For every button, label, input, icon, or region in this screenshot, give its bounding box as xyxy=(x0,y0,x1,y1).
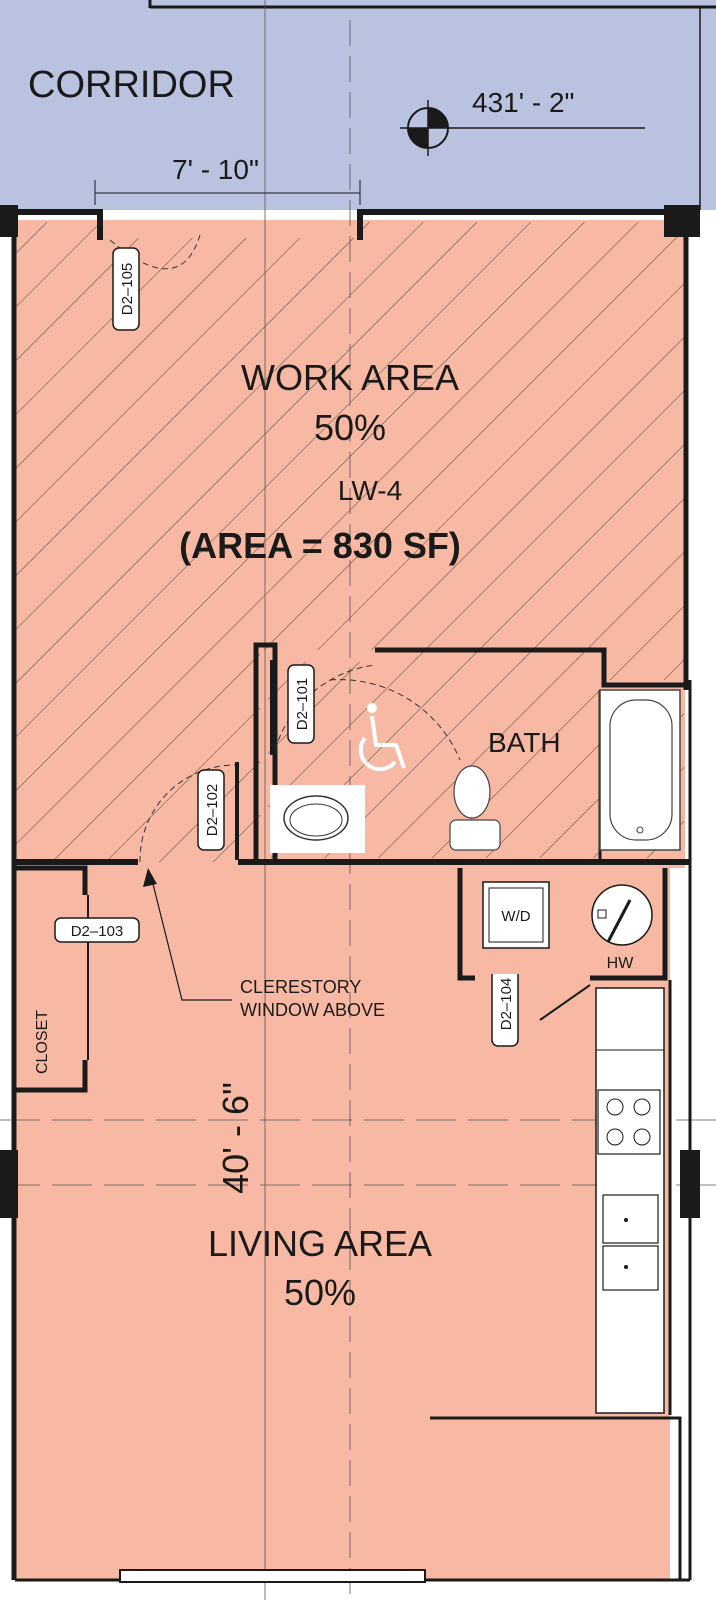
svg-text:D2–104: D2–104 xyxy=(498,978,515,1031)
toilet-icon xyxy=(449,765,501,851)
bathtub-icon xyxy=(599,689,681,851)
living-area-zone xyxy=(15,868,670,1580)
door-tag-d103: D2–103 xyxy=(54,917,140,943)
svg-text:D2–105: D2–105 xyxy=(119,263,136,316)
washer-dryer-label: W/D xyxy=(501,908,530,925)
note-leader xyxy=(151,879,232,1001)
door-swings xyxy=(109,234,461,863)
door-width-dimension: 7' - 10" xyxy=(172,154,259,185)
living-depth-dimension: 40' - 6" xyxy=(215,1082,256,1194)
accessibility-icon xyxy=(358,703,406,772)
water-heater-icon xyxy=(591,884,653,946)
door-tag-d104: D2–104 xyxy=(491,961,519,1047)
svg-text:D2–103: D2–103 xyxy=(71,923,124,940)
note-line-1: CLERESTORY xyxy=(240,977,361,997)
unit-area: (AREA = 830 SF) xyxy=(179,525,461,566)
kitchen-sink-icon xyxy=(602,1194,659,1291)
svg-text:D2–102: D2–102 xyxy=(204,784,221,837)
bath-label: BATH xyxy=(488,727,561,758)
work-area-percent: 50% xyxy=(314,407,386,448)
door-tag-d105: D2–105 xyxy=(112,247,140,331)
door-tag-d101: D2–101 xyxy=(287,664,315,744)
washer-dryer-icon: W/D xyxy=(482,881,550,949)
living-area-percent: 50% xyxy=(284,1272,356,1313)
svg-text:D2–101: D2–101 xyxy=(294,678,311,731)
closet-label: CLOSET xyxy=(34,1010,51,1074)
corridor-label: CORRIDOR xyxy=(28,64,235,106)
cooktop-icon xyxy=(597,1089,661,1155)
work-area-label: WORK AREA xyxy=(241,357,459,398)
elevation-value: 431' - 2" xyxy=(472,87,574,118)
elevation-target-icon xyxy=(400,100,645,156)
sink-icon xyxy=(270,785,365,853)
note-arrow xyxy=(143,868,157,887)
work-area-hatch xyxy=(15,222,684,862)
living-area-label: LIVING AREA xyxy=(208,1223,432,1264)
door-tag-d102: D2–102 xyxy=(197,769,225,851)
corridor-zone xyxy=(0,0,716,210)
water-heater-label: HW xyxy=(607,955,635,972)
note-line-2: WINDOW ABOVE xyxy=(240,1000,385,1020)
unit-id: LW-4 xyxy=(338,475,402,506)
